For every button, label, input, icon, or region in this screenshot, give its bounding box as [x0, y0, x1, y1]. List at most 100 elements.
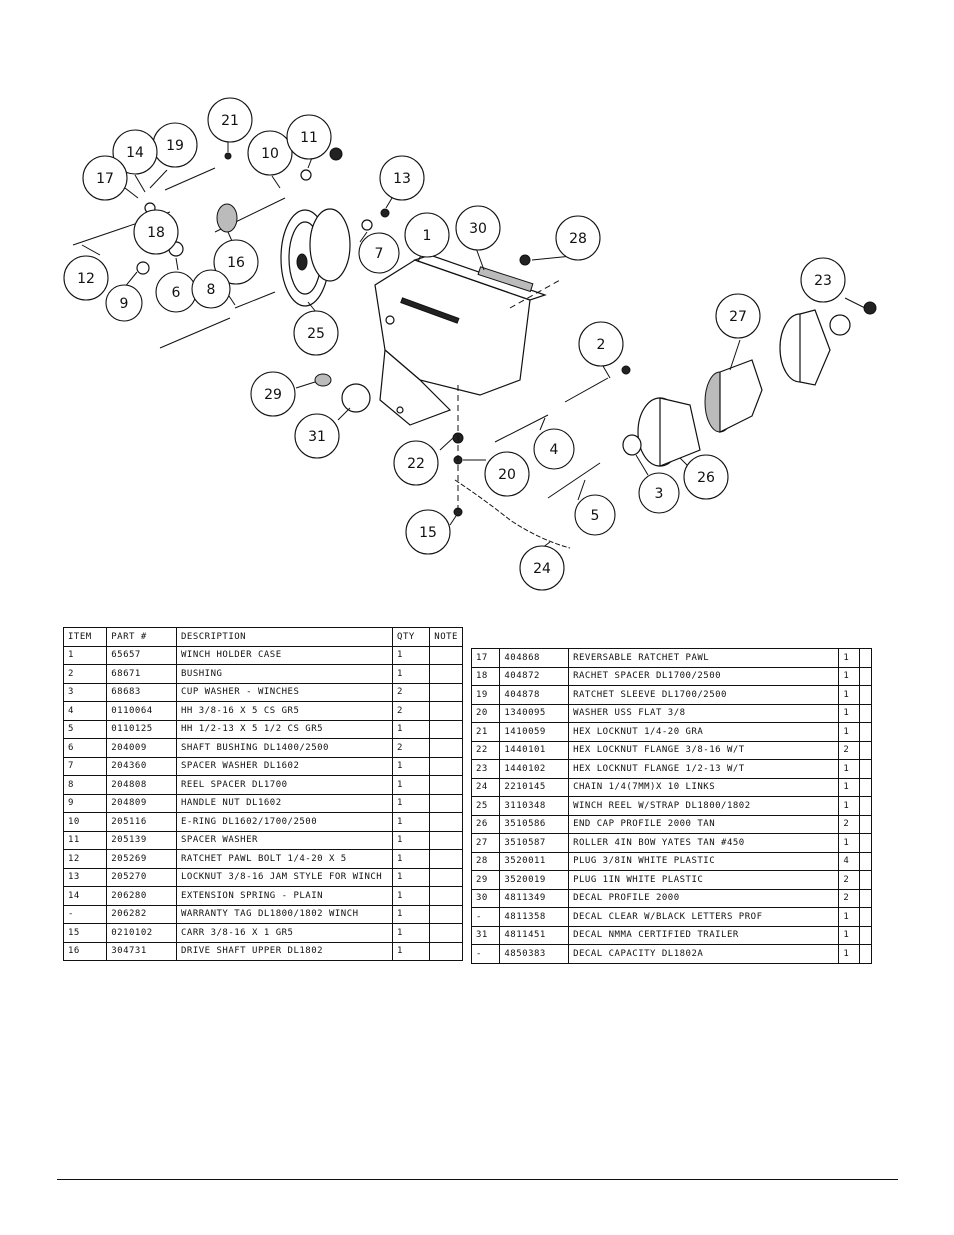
bushing-2 [564, 377, 609, 403]
cell-item: 25 [470, 796, 501, 816]
callout-13: 13 [379, 155, 425, 201]
cell-qty: 1 [392, 664, 431, 684]
bolt-4 [494, 414, 549, 443]
callout-4: 4 [533, 428, 575, 470]
svg-text:22: 22 [407, 456, 425, 472]
svg-text:4: 4 [550, 442, 559, 458]
cell-note [429, 645, 463, 665]
cell-description: HEX LOCKNUT 1/4-20 GRA [568, 722, 840, 742]
svg-text:25: 25 [307, 326, 325, 342]
header-note: NOTE [429, 627, 463, 647]
callout-9: 9 [105, 284, 143, 322]
cell-note [858, 777, 873, 797]
cell-description: RATCHET SLEEVE DL1700/2500 [568, 685, 840, 705]
callout-18: 18 [133, 209, 179, 255]
cell-item: 27 [470, 833, 501, 853]
cell-part: 205116 [106, 812, 177, 832]
svg-text:21: 21 [221, 113, 239, 129]
svg-text:3: 3 [655, 486, 664, 502]
cell-item: 18 [470, 666, 501, 686]
cell-item: 7 [62, 756, 108, 776]
cell-description: WASHER USS FLAT 3/8 [568, 703, 840, 723]
cell-description: REEL SPACER DL1700 [175, 775, 394, 795]
cell-description: REVERSABLE RATCHET PAWL [568, 648, 840, 668]
cell-qty: 1 [838, 703, 860, 723]
cell-description: DRIVE SHAFT UPPER DL1802 [175, 941, 394, 961]
cell-part: 206280 [106, 886, 177, 906]
cell-note [858, 759, 873, 779]
cell-qty: 2 [838, 888, 860, 908]
cell-part: 3520019 [499, 870, 570, 890]
nut-21 [224, 152, 232, 160]
cell-note [429, 941, 463, 961]
cell-part: 204808 [106, 775, 177, 795]
svg-text:10: 10 [261, 146, 279, 162]
svg-text:9: 9 [120, 296, 129, 312]
cell-note [858, 685, 873, 705]
exploded-parts-diagram: 21 19 14 17 10 11 13 18 16 1 30 28 12 9 … [63, 97, 877, 591]
cell-note [429, 886, 463, 906]
cell-qty: 1 [392, 904, 431, 924]
cell-item: 4 [62, 701, 108, 721]
cell-description: SHAFT BUSHING DL1400/2500 [175, 738, 394, 758]
cell-qty: 2 [838, 740, 860, 760]
cell-note [858, 833, 873, 853]
svg-text:6: 6 [172, 285, 181, 301]
cell-description: DECAL CAPACITY DL1802A [568, 944, 840, 964]
cell-item: 21 [470, 722, 501, 742]
svg-text:16: 16 [227, 255, 245, 271]
svg-text:8: 8 [207, 282, 216, 298]
chain-24 [454, 479, 571, 549]
callout-5: 5 [574, 494, 616, 536]
svg-text:20: 20 [498, 467, 516, 483]
cell-part: 1340095 [499, 703, 570, 723]
cell-description: CHAIN 1/4(7MM)X 10 LINKS [568, 777, 840, 797]
cell-note [429, 830, 463, 850]
cell-description: DECAL NMMA CERTIFIED TRAILER [568, 925, 840, 945]
header-qty: QTY [392, 627, 431, 647]
svg-text:7: 7 [375, 246, 384, 262]
cell-description: EXTENSION SPRING - PLAIN [175, 886, 394, 906]
cell-part: 3520011 [499, 851, 570, 871]
cell-part: 204809 [106, 793, 177, 813]
callout-30: 30 [455, 205, 501, 251]
cell-note [429, 923, 463, 943]
decal-30 [477, 266, 534, 293]
cell-part: 68671 [106, 664, 177, 684]
cell-qty: 1 [392, 830, 431, 850]
svg-text:30: 30 [469, 221, 487, 237]
cell-description: CUP WASHER - WINCHES [175, 682, 394, 702]
callout-26: 26 [683, 454, 729, 500]
cell-qty: 1 [838, 907, 860, 927]
cell-note [858, 888, 873, 908]
locknut-13 [380, 208, 390, 218]
cell-part: 4811358 [499, 907, 570, 927]
cell-part: 3510587 [499, 833, 570, 853]
cell-part: 68683 [106, 682, 177, 702]
cell-part: 0110064 [106, 701, 177, 721]
svg-text:19: 19 [166, 138, 184, 154]
svg-text:29: 29 [264, 387, 282, 403]
svg-text:26: 26 [697, 470, 715, 486]
cell-part: 206282 [106, 904, 177, 924]
svg-text:24: 24 [533, 561, 551, 577]
cell-qty: 1 [392, 941, 431, 961]
cell-description: BUSHING [175, 664, 394, 684]
header-description: DESCRIPTION [175, 627, 394, 647]
cell-description: SPACER WASHER [175, 830, 394, 850]
